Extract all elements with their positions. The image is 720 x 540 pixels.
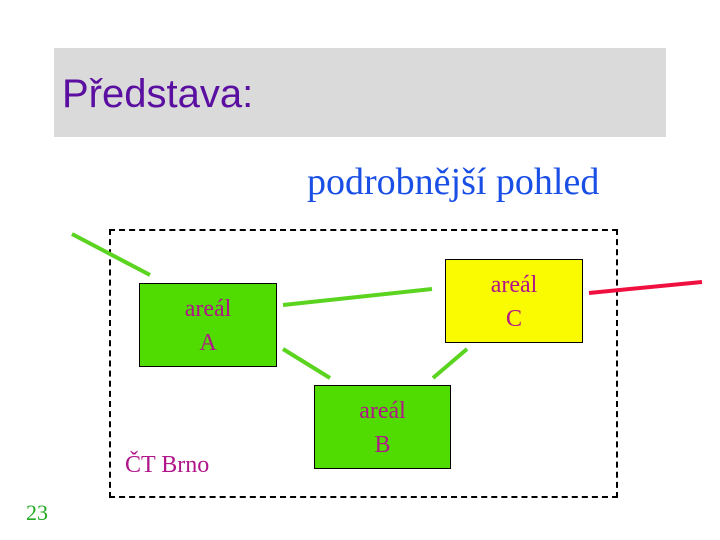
areal-id: C — [505, 306, 522, 332]
location-label: ČT Brno — [125, 452, 210, 478]
link-a-b — [281, 347, 332, 380]
areal-label: areál — [490, 272, 538, 298]
title-bar — [54, 48, 666, 137]
areal-label: areál — [359, 398, 406, 424]
slide-title: Představa: — [62, 72, 254, 116]
areal-label: areál — [184, 296, 232, 322]
site-boundary — [109, 229, 618, 498]
link-c-b — [431, 347, 469, 380]
link-external-a — [71, 232, 151, 277]
areal-b: areál B — [314, 385, 451, 469]
link-c-external-failed — [588, 280, 703, 295]
areal-a: areál A — [139, 283, 277, 367]
areal-c: areál C — [445, 259, 583, 343]
areal-id: B — [374, 432, 391, 458]
page-number: 23 — [26, 500, 48, 525]
areal-id: A — [199, 330, 217, 356]
link-a-c — [282, 287, 433, 307]
subtitle: podrobnější pohled — [307, 161, 600, 203]
